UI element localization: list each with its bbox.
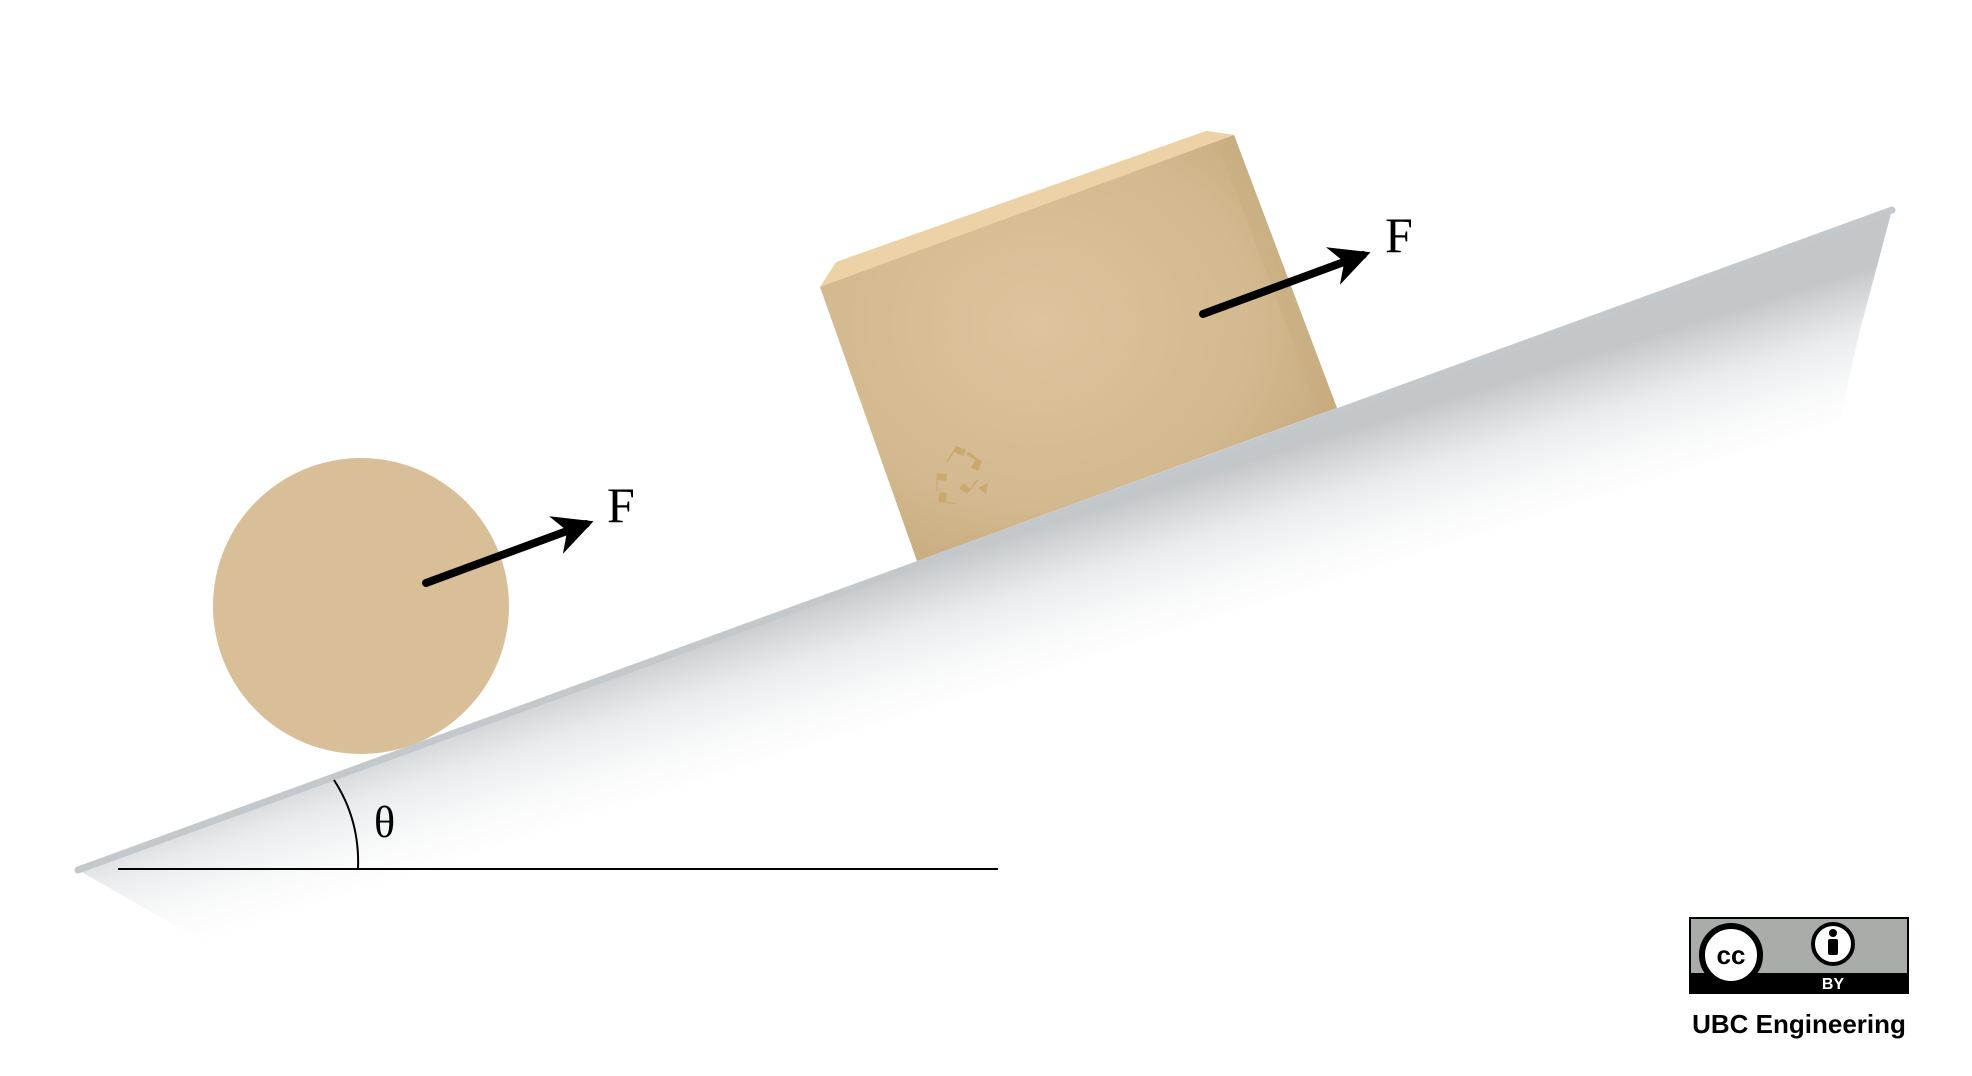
force-label-circle: F [607,477,635,533]
force-arrow-box [1199,247,1371,318]
box-object [820,131,1337,561]
credit-label: UBC Engineering [1692,1009,1906,1039]
cc-icon [1699,923,1763,987]
by-text: BY [1822,976,1845,993]
angle-arc [333,779,360,870]
attribution-person-icon [1811,922,1855,966]
force-arrow-circle [422,516,594,587]
force-label-box: F [1385,207,1413,263]
cc-text: cc [1717,940,1746,970]
cc-by-license-badge: cc BY [1689,917,1909,994]
incline-shading [78,210,1892,940]
recycle-icon [936,446,988,504]
incline-surface [74,206,1896,874]
circle-object [213,458,509,754]
angle-label: θ [374,798,395,847]
